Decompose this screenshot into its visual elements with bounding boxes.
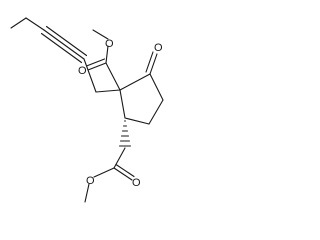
structure-diagram: O O O O O xyxy=(0,0,182,218)
bond-ring-5 xyxy=(119,89,126,119)
bond-ester-c-o-double-b xyxy=(85,58,106,67)
atom-label-ester-carbonyl-o: O xyxy=(78,65,87,77)
bond-ester-o-methyl xyxy=(92,29,109,40)
hashed-wedge-bond xyxy=(118,120,132,147)
structure-svg: O O O O O xyxy=(0,0,182,218)
atom-label-acetate-carbonyl-o: O xyxy=(132,177,141,189)
bond-ch2-to-ring xyxy=(95,89,121,93)
bond-ring-3 xyxy=(148,99,164,125)
background xyxy=(0,0,182,218)
bond-ring-to-ester-c xyxy=(105,62,121,91)
bond-triple-c xyxy=(40,32,83,64)
atom-label-ester-ether-o: O xyxy=(105,38,114,50)
bond-acetate-o-methyl xyxy=(84,183,90,203)
bond-acetate-c-o-double-b xyxy=(115,163,135,178)
bond-ethyl-1 xyxy=(10,17,27,29)
bond-triple-a xyxy=(43,29,85,60)
bond-ethyl-2 xyxy=(25,17,45,31)
bond-ester-c-o-single xyxy=(105,45,109,64)
bond-ester-c-o-double-a xyxy=(87,62,107,71)
bond-triple-b xyxy=(45,25,88,57)
atom-label-acetate-ether-o: O xyxy=(86,175,95,187)
bond-ring-2 xyxy=(149,73,164,101)
bond-acetate-c-o-double-a xyxy=(113,167,133,181)
atom-label-ketone-o: O xyxy=(154,42,163,54)
bond-ketone-b xyxy=(145,51,154,73)
bond-ring-1 xyxy=(119,73,151,91)
bond-ring-4 xyxy=(124,117,150,125)
bond-acetate-c-o-single xyxy=(93,167,115,178)
bond-ketone-a xyxy=(149,53,158,75)
bond-propargyl xyxy=(83,58,97,93)
